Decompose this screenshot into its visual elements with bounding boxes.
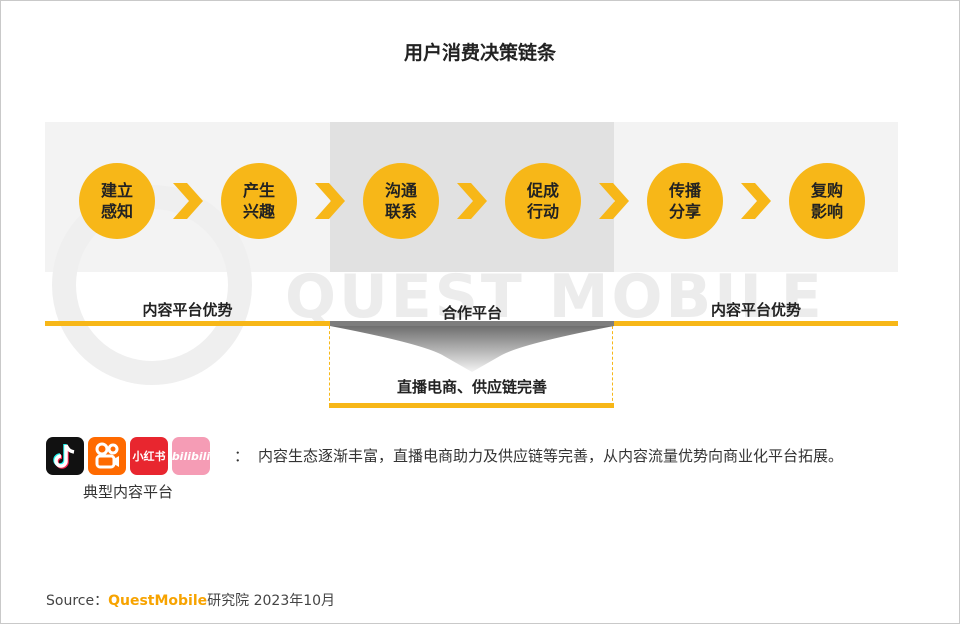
source-prefix: Source： [46,593,109,609]
douyin-icon [46,437,84,475]
source-suffix: 研究院 2023年10月 [207,593,336,609]
chevron-right-icon [741,183,771,219]
step-label-line2: 联系 [384,202,417,221]
step-label-line2: 分享 [668,202,701,221]
watermark-text: QUEST MOBILE [285,262,825,332]
chevron-right-icon [599,183,629,219]
step-label-line1: 建立 [100,181,133,200]
step-label-line2: 感知 [100,202,133,221]
description-text: 内容生态逐渐丰富，直播电商助力及供应链等完善，从内容流量优势向商业化平台拓展。 [258,447,844,465]
xiaohongshu-logo-text: 小红书 [132,450,166,463]
step-label-line1: 促成 [526,181,559,200]
step-label-line1: 传播 [668,181,701,200]
source-line: Source：QuestMobile研究院 2023年10月 [46,590,335,610]
segment-line-right [614,321,898,326]
chevron-right-icon [173,183,203,219]
step-label-line2: 兴趣 [242,202,275,221]
source-brand: QuestMobile [108,593,208,609]
diagram-title: 用户消费决策链条 [403,42,556,64]
step-repurchase: 复购 影响 [789,163,865,239]
step-label-line1: 复购 [810,181,843,200]
segment-label-right: 内容平台优势 [710,301,801,319]
step-label-line2: 行动 [526,202,559,221]
kuaishou-icon [88,437,126,475]
chevron-right-icon [315,183,345,219]
xiaohongshu-icon: 小红书 [130,437,168,475]
funnel-arrow [330,326,614,372]
chevron-right-icon [457,183,487,219]
step-share: 传播 分享 [647,163,723,239]
step-action: 促成 行动 [505,163,581,239]
segment-line-middle [330,321,614,326]
funnel-label: 直播电商、供应链完善 [396,378,547,396]
platform-caption: 典型内容平台 [82,483,173,501]
step-communication: 沟通 联系 [363,163,439,239]
step-awareness: 建立 感知 [79,163,155,239]
step-label-line1: 产生 [242,181,275,200]
bilibili-logo-text: bilibili [172,449,210,463]
segment-line-left [45,321,330,326]
funnel-underline [329,403,614,408]
segment-label-middle: 合作平台 [441,304,502,322]
step-interest: 产生 兴趣 [221,163,297,239]
bilibili-icon: bilibili [172,437,210,475]
segment-label-left: 内容平台优势 [142,301,233,319]
step-label-line2: 影响 [810,202,843,221]
step-label-line1: 沟通 [384,181,417,200]
colon: ： [234,447,250,465]
